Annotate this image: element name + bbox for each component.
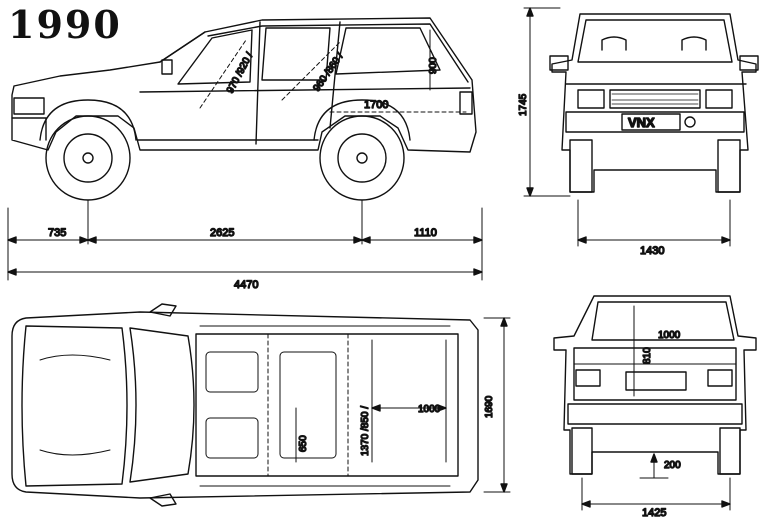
year-title: 1990 [8, 2, 122, 47]
cargo-length-label: 1700 [364, 99, 388, 111]
rear-track-label: 1425 [642, 507, 666, 518]
front-view [523, 7, 759, 247]
seat-dim-label: 650 [298, 435, 309, 452]
rear-overhang-label: 1110 [414, 227, 437, 239]
overall-height-label: 1745 [518, 93, 529, 116]
interior-length-label: 1370 /850 / [360, 406, 371, 456]
front-body-outline [551, 13, 757, 193]
cargo-height-label: 810 [642, 347, 653, 364]
wheelbase-label: 2625 [210, 227, 234, 239]
model-badge: VNX [628, 115, 655, 130]
rear-window-height-label: 900 [428, 57, 439, 74]
overall-width-label: 1690 [484, 395, 495, 418]
top-body-outline [11, 311, 479, 499]
rear-seat-dim-label: 960 /860 / [311, 51, 346, 94]
rear-view [553, 295, 757, 511]
interior-width-label: 1000 [418, 404, 441, 415]
front-overhang-label: 735 [48, 227, 66, 239]
rear-body-outline [553, 295, 757, 475]
side-body-outline [11, 17, 477, 153]
cargo-width-label: 1000 [658, 330, 681, 341]
top-view [11, 303, 511, 507]
overall-length-label: 4470 [234, 279, 258, 291]
front-track-label: 1430 [640, 245, 664, 257]
side-view [7, 17, 483, 281]
ground-clearance-label: 200 [664, 460, 681, 471]
